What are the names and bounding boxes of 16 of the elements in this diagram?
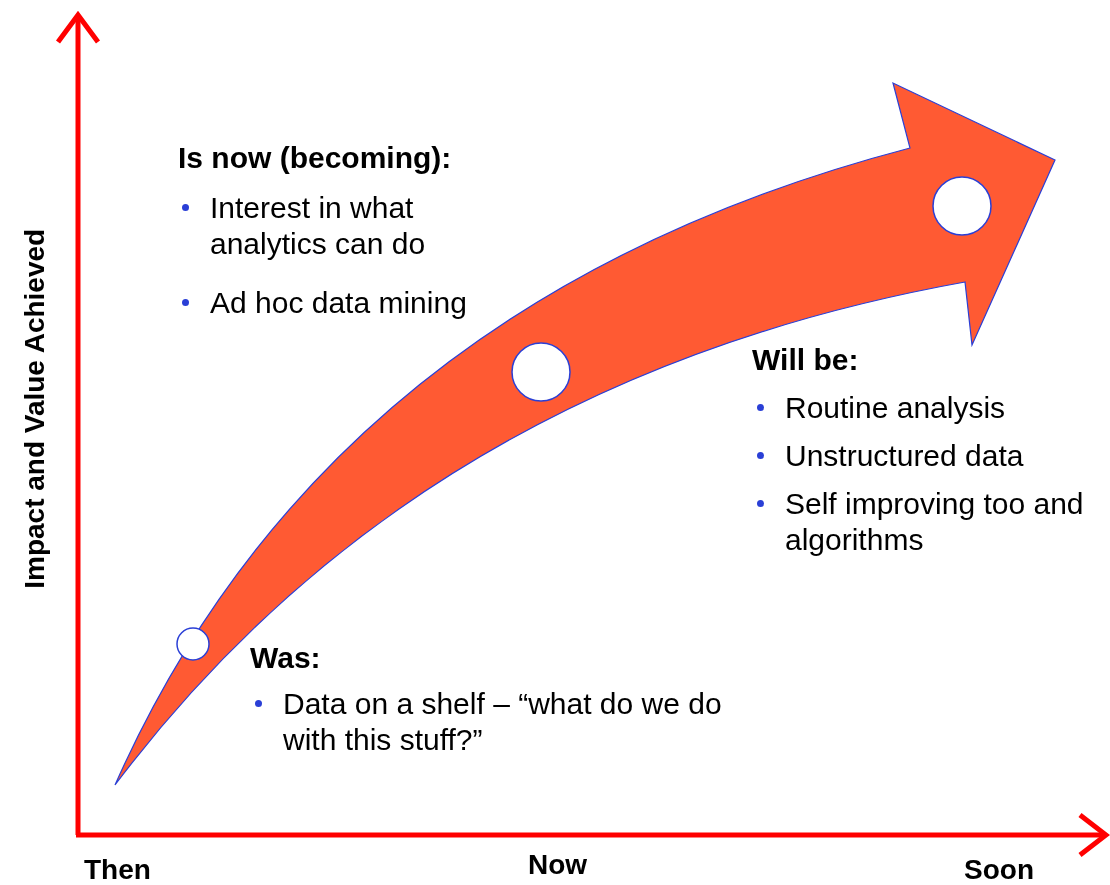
section-heading: Will be: xyxy=(752,342,859,378)
bullet-text: Routine analysis xyxy=(785,390,1007,426)
waypoint-circle xyxy=(931,175,993,237)
bullet-text: Self improving too and algorithms xyxy=(785,486,1085,558)
bullet-text: Data on a shelf – “what do we do with this stuff?” xyxy=(283,686,723,758)
axis-label: Then xyxy=(84,853,151,885)
bullet-text: Interest in what analytics can do xyxy=(210,190,427,262)
bullet-text: Ad hoc data mining xyxy=(210,285,468,321)
bullet-text: Unstructured data xyxy=(785,438,1025,474)
axis-title: Impact and Value Achieved xyxy=(18,227,52,591)
axis-label: Now xyxy=(528,848,588,882)
section-heading: Was: xyxy=(250,640,321,676)
waypoint-circle xyxy=(175,626,211,662)
axis-label: Soon xyxy=(964,853,1034,885)
section-heading: Is now (becoming): xyxy=(178,140,452,176)
waypoint-circle xyxy=(510,341,572,403)
